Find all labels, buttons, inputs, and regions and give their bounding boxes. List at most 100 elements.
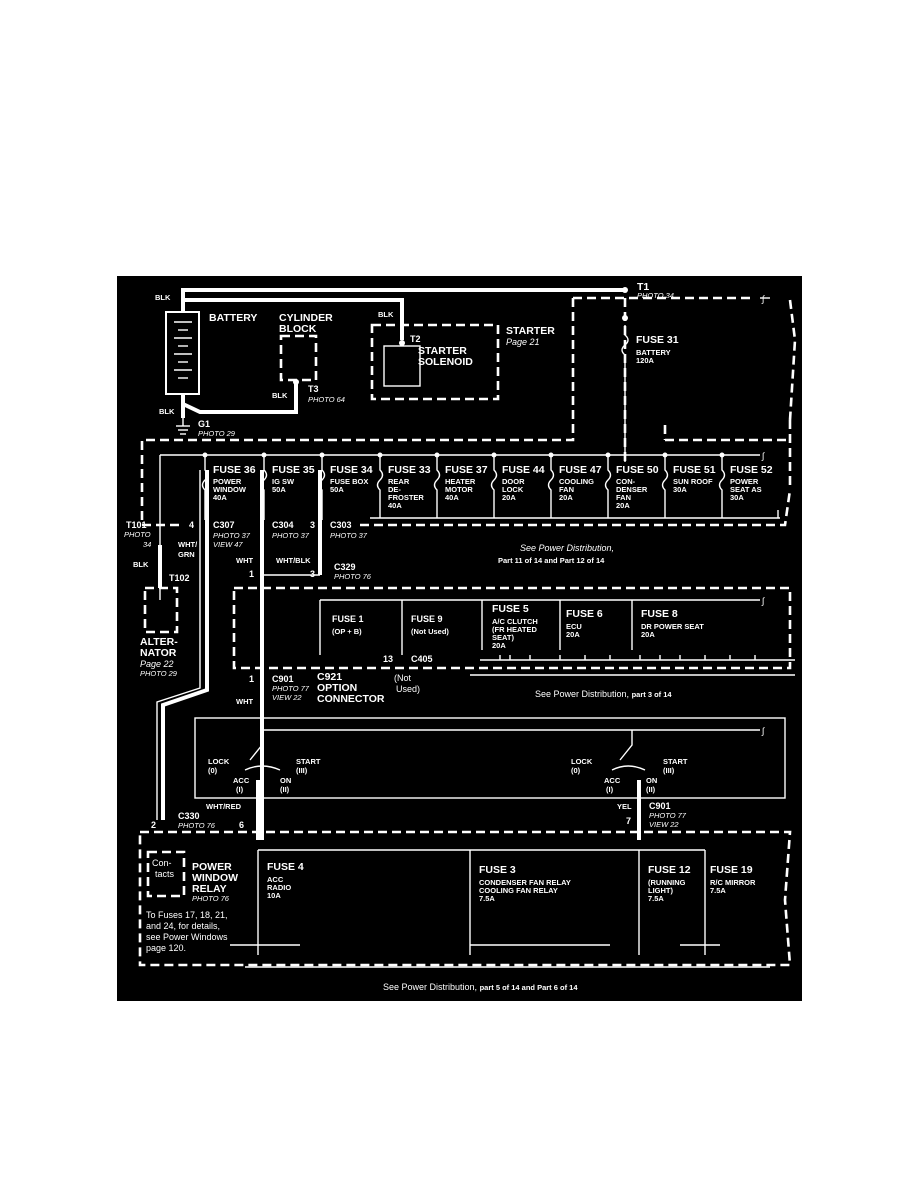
c405-note: Used) xyxy=(396,684,420,694)
fuse31-name: BATTERY xyxy=(636,348,671,357)
wire-color-label: BLK xyxy=(133,560,149,569)
c405-note: (Not xyxy=(394,673,412,683)
fuse-label: FUSE 33 xyxy=(388,464,431,476)
c901-view: VIEW 22 xyxy=(272,693,302,702)
fuse12-name: (RUNNING xyxy=(648,878,686,887)
switch-position-label: START xyxy=(663,757,688,766)
fuse-circuit-label: 50A xyxy=(330,485,344,494)
switch-position-label: START xyxy=(296,757,321,766)
fuse12-name: LIGHT) xyxy=(648,886,673,895)
fuse-circuit-label: CON- xyxy=(616,477,636,486)
battery-circuit xyxy=(165,287,628,435)
alternator xyxy=(143,586,179,634)
g1-label: G1 xyxy=(198,419,210,429)
fuse19-label: FUSE 19 xyxy=(710,864,753,876)
fuse-symbol xyxy=(718,455,726,510)
power-window-relay-label: POWER xyxy=(192,861,232,873)
power-distribution-note: Part 11 of 14 and Part 12 of 14 xyxy=(498,556,605,565)
t3-label: T3 xyxy=(308,384,319,394)
pin-label: 6 xyxy=(239,820,244,830)
fuse-circuit-label: COOLING xyxy=(559,477,594,486)
fuse-symbol xyxy=(604,455,612,510)
wire-color-label: BLK xyxy=(272,391,288,400)
note-text: and 24, for details, xyxy=(146,921,220,931)
cylinder-block xyxy=(279,334,318,382)
power-window-relay-photo: PHOTO 76 xyxy=(192,894,230,903)
fuse-circuit-label: WINDOW xyxy=(213,485,247,494)
fuse3-name: COOLING FAN RELAY xyxy=(479,886,558,895)
c307-photo: PHOTO 37 xyxy=(213,531,251,540)
switch-position-label: (0) xyxy=(208,766,218,775)
fuse9-name: (Not Used) xyxy=(411,627,449,636)
cylinder-label: BLOCK xyxy=(279,323,317,335)
fuse-symbol xyxy=(490,455,498,510)
c329-photo: PHOTO 76 xyxy=(334,572,372,581)
fuse3-name: CONDENSER FAN RELAY xyxy=(479,878,571,887)
pin-label: 4 xyxy=(189,520,194,530)
fuse8-name: DR POWER SEAT xyxy=(641,622,704,631)
fuse5-amps: 20A xyxy=(492,641,506,650)
wire-color-label: BLK xyxy=(378,310,394,319)
wire-color-label: WHT/RED xyxy=(206,802,242,811)
c921-name: CONNECTOR xyxy=(317,693,385,705)
pin-label: 1 xyxy=(249,569,254,579)
t101-photo: PHOTO xyxy=(124,530,151,539)
svg-text:∫: ∫ xyxy=(761,596,766,606)
wire-color-label: WHT/ xyxy=(178,540,198,549)
fuse-circuit-label: POWER xyxy=(213,477,242,486)
fuse-circuit-label: SUN ROOF xyxy=(673,477,713,486)
switch-position-label: (I) xyxy=(606,785,614,794)
fuse31-amps: 120A xyxy=(636,356,655,365)
fuse6-name: ECU xyxy=(566,622,582,631)
starter-dashed-box xyxy=(370,323,500,401)
fuse-circuit-label: FROSTER xyxy=(388,493,424,502)
fuse-circuit-label: 20A xyxy=(616,501,630,510)
fuse-circuit-label: 40A xyxy=(213,493,227,502)
fuse-label: FUSE 51 xyxy=(673,464,716,476)
fuse12-amps: 7.5A xyxy=(648,894,664,903)
fuse6-label: FUSE 6 xyxy=(566,608,603,620)
wire-color-label: BLK xyxy=(155,293,171,302)
switch-position-label: ON xyxy=(280,776,291,785)
power-distribution-note: See Power Distribution, part 5 of 14 and… xyxy=(383,982,578,992)
junction-dot xyxy=(491,452,497,458)
fuse4-label: FUSE 4 xyxy=(267,861,304,873)
c405-label: C405 xyxy=(411,654,433,664)
fuse-label: FUSE 52 xyxy=(730,464,773,476)
contacts-label: tacts xyxy=(155,869,175,879)
note-text: see Power Windows xyxy=(146,932,228,942)
fuse-symbol xyxy=(661,455,669,510)
fuse4-amps: 10A xyxy=(267,891,281,900)
cylinder-label: CYLINDER xyxy=(279,312,333,324)
c921-name: OPTION xyxy=(317,682,357,694)
wire-color-label: GRN xyxy=(178,550,195,559)
fuse-circuit-label: 30A xyxy=(673,485,687,494)
bottom-circuits xyxy=(138,830,792,968)
fuse31-label: FUSE 31 xyxy=(636,334,679,346)
fuse5-name: A/C CLUTCH xyxy=(492,617,538,626)
c330-label: C330 xyxy=(178,811,200,821)
t3-photo: PHOTO 64 xyxy=(308,395,345,404)
switch-position-label: (II) xyxy=(646,785,656,794)
labels: BLK BATTERY CYLINDER BLOCK BLK T1 PHOTO … xyxy=(124,281,756,992)
alternator-label: NATOR xyxy=(140,647,177,659)
fuse-symbol xyxy=(547,455,555,510)
fuse5-label: FUSE 5 xyxy=(492,603,529,615)
switch-position-label: LOCK xyxy=(208,757,230,766)
fuse4-name: RADIO xyxy=(267,883,291,892)
power-distribution-note: See Power Distribution, xyxy=(520,543,614,553)
pin-label: 13 xyxy=(383,654,393,664)
switch-position-label: (III) xyxy=(663,766,675,775)
fuse19-amps: 7.5A xyxy=(710,886,726,895)
note-text: page 120. xyxy=(146,943,186,953)
fuse-label: FUSE 50 xyxy=(616,464,659,476)
pin-label: 1 xyxy=(249,674,254,684)
